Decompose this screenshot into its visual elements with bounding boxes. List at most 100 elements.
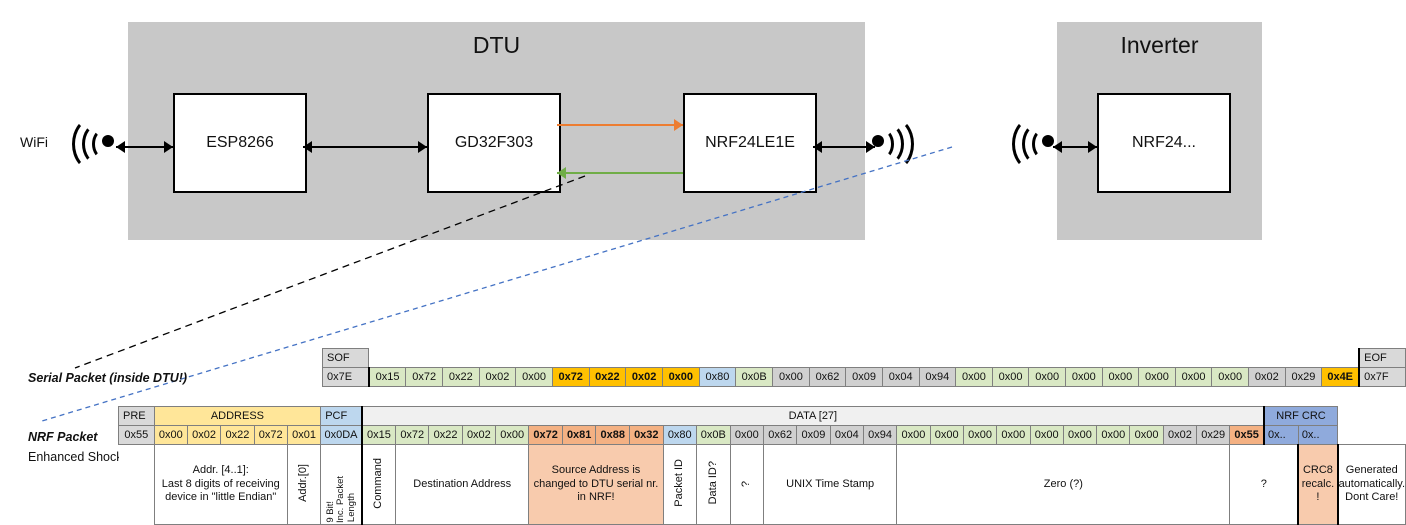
nrf-pcf-annotation: 9 Bit! Inc. Packet Length	[320, 444, 363, 525]
chip-nrf24le1e: NRF24LE1E	[683, 93, 817, 193]
nrf-data-byte-7: 0x88	[595, 425, 631, 445]
wifi-esp-arrow-right	[164, 141, 173, 153]
nrf-data-byte-20: 0x00	[1029, 425, 1064, 445]
serial-byte-1: 0x72	[405, 367, 444, 387]
chip-gd32f303: GD32F303	[427, 93, 561, 193]
nrf-pcf-len-text: Length	[345, 493, 357, 523]
nrf-address-byte-1: 0x02	[186, 425, 222, 445]
serial-byte-16: 0x00	[955, 367, 993, 387]
nrf-data-byte-18: 0x00	[962, 425, 998, 445]
nrf-command-annotation: Command	[360, 444, 397, 525]
serial-byte-6: 0x22	[588, 367, 627, 387]
dtu-title: DTU	[472, 32, 521, 58]
nrf-address-header: ADDRESS	[153, 406, 322, 426]
nrf-data-byte-25: 0x29	[1196, 425, 1231, 445]
serial-byte-10: 0x0B	[735, 367, 774, 387]
serial-byte-2: 0x22	[442, 367, 480, 387]
nrf-data-byte-26: 0x55	[1229, 425, 1265, 445]
nrf-data-byte-24: 0x02	[1162, 425, 1198, 445]
serial-byte-18: 0x00	[1028, 367, 1066, 387]
inverter-antenna-link	[1053, 146, 1097, 148]
nrf-data-byte-17: 0x00	[929, 425, 964, 445]
nrf-source-annotation: Source Address is changed to DTU serial …	[528, 444, 664, 525]
nrf-qmark-annotation: ?	[729, 444, 765, 525]
serial-byte-7: 0x02	[625, 367, 663, 387]
nrf-addr0-annotation-text: Addr.[0]	[297, 464, 310, 502]
nrf-pcf-inc-text: Inc. Packet	[335, 475, 347, 523]
serial-byte-25: 0x29	[1284, 367, 1323, 387]
nrf-packetid-annotation: Packet ID	[662, 444, 697, 525]
serial-byte-23: 0x00	[1211, 367, 1249, 387]
serial-byte-20: 0x00	[1101, 367, 1140, 387]
serial-packet-label: Serial Packet (inside DTU!)	[28, 371, 188, 385]
nrf-data-byte-19: 0x00	[996, 425, 1031, 445]
nrf-address-byte-4: 0x01	[286, 425, 322, 445]
nrf-dataid-annotation: Data ID?	[695, 444, 731, 525]
nrf-pre-annot-empty	[118, 444, 155, 525]
nrf-antenna-arrow-left	[813, 141, 822, 153]
nrf-to-gd32-green-link	[557, 172, 683, 174]
inverter-antenna-arrow-right	[1088, 141, 1097, 153]
chip-nrf24-label: NRF24...	[1131, 134, 1196, 151]
nrf-packetid-annotation-text: Packet ID	[672, 459, 685, 507]
chip-nrf24le1e-label: NRF24LE1E	[705, 134, 795, 151]
nrf-data-byte-10: 0x0B	[695, 425, 731, 445]
serial-header-spacer	[369, 349, 1359, 368]
nrf-packet-label: NRF Packet	[28, 430, 98, 444]
nrf-data-byte-14: 0x04	[829, 425, 864, 445]
inverter-title: Inverter	[1120, 32, 1199, 58]
nrf-crc-header: NRF CRC	[1263, 406, 1339, 426]
nrf-crc-byte-1: 0x..	[1297, 425, 1339, 445]
serial-sof-value: 0x7E	[321, 367, 370, 387]
nrf-data-byte-5: 0x72	[528, 425, 563, 445]
serial-byte-9: 0x80	[698, 367, 737, 387]
serial-byte-4: 0x00	[515, 367, 553, 387]
serial-eof-value: 0x7F	[1358, 367, 1406, 387]
nrf-qmark2-annotation: ?	[1229, 444, 1299, 525]
nrf-data-byte-15: 0x94	[862, 425, 898, 445]
serial-byte-22: 0x00	[1174, 367, 1213, 387]
nrf-data-byte-4: 0x00	[495, 425, 530, 445]
nrf-data-byte-3: 0x02	[461, 425, 497, 445]
nrf-crc-byte-0: 0x..	[1263, 425, 1299, 445]
nrf-unixts-annotation: UNIX Time Stamp	[763, 444, 898, 525]
serial-byte-24: 0x02	[1248, 367, 1286, 387]
serial-byte-12: 0x62	[808, 367, 847, 387]
nrf-data-byte-13: 0x09	[796, 425, 831, 445]
nrf-group-header-row: PRE ADDRESS PCF DATA [27] NRF CRC	[118, 406, 1406, 426]
nrf-data-byte-0: 0x15	[360, 425, 397, 445]
serial-byte-11: 0x00	[772, 367, 810, 387]
nrf-pre-header: PRE	[118, 406, 155, 426]
nrf-to-gd32-arrow	[557, 167, 566, 179]
serial-sof-header: SOF	[321, 348, 370, 368]
nrf-pcf-header: PCF	[320, 406, 363, 426]
nrf-pcf-value: 0x0DA	[320, 425, 363, 445]
nrf-annotation-row: Addr. [4..1]: Last 8 digits of receiving…	[118, 444, 1406, 525]
serial-byte-5: 0x72	[551, 367, 590, 387]
nrf-qmark-annotation-text: ?	[740, 481, 753, 488]
nrf-data-byte-22: 0x00	[1096, 425, 1131, 445]
serial-byte-0: 0x15	[367, 367, 407, 387]
nrf-data-byte-2: 0x22	[428, 425, 463, 445]
chip-esp8266-label: ESP8266	[206, 134, 274, 151]
serial-eof-header: EOF	[1358, 348, 1406, 368]
nrf-data-byte-9: 0x80	[662, 425, 697, 445]
serial-byte-15: 0x94	[918, 367, 957, 387]
wifi-esp-arrow-left	[116, 141, 125, 153]
nrf-pcf-9bit-text: 9 Bit!	[324, 500, 336, 523]
esp-gd32-link	[303, 146, 427, 148]
chip-gd32f303-label: GD32F303	[454, 134, 534, 151]
gd32-to-nrf-orange-link	[557, 124, 683, 126]
nrf-data-byte-8: 0x32	[629, 425, 664, 445]
nrf-zero-annotation: Zero (?)	[896, 444, 1231, 525]
wifi-label: WiFi	[20, 134, 48, 150]
nrf-address-byte-0: 0x00	[153, 425, 188, 445]
nrf-data-byte-12: 0x62	[763, 425, 798, 445]
nrf-data-byte-21: 0x00	[1062, 425, 1098, 445]
serial-byte-8: 0x00	[661, 367, 700, 387]
nrf-data-header: DATA [27]	[361, 406, 1265, 426]
esp-gd32-arrow-left	[303, 141, 312, 153]
